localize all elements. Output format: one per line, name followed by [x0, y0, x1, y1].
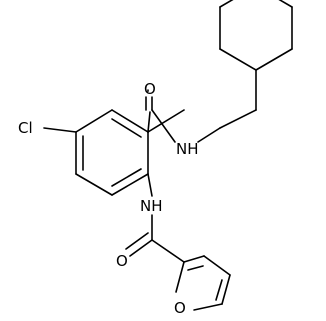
atom-label-o-furan: O [174, 299, 186, 317]
bond [75, 173, 113, 196]
double-bond-inner [111, 168, 142, 187]
double-bond-inner [111, 118, 142, 138]
double-bond-c-o-lower [125, 232, 149, 250]
bond-ch2-ch2 [219, 109, 257, 129]
double-bond-inner [215, 279, 223, 301]
furan-ring [175, 255, 231, 311]
atom-label-cl: Cl [18, 119, 33, 137]
bond-c5-c4 [221, 274, 231, 305]
bond-o-c5 [193, 303, 223, 311]
bond-carbonyl-n [151, 109, 176, 143]
bond [255, 48, 293, 71]
bond-c3-c2 [183, 255, 205, 263]
atom-label-o-amide: O [144, 80, 156, 98]
bond-carbonyl-furan [151, 239, 185, 263]
bond [219, 0, 234, 8]
bond [111, 109, 149, 133]
atom-label-nh-lower: NH [140, 197, 163, 215]
double-bond-inner [187, 265, 204, 271]
bond-ring-carbonyl-carbon [147, 111, 151, 133]
atom-label-nh-amide: NH [176, 140, 199, 158]
bond-ring-nh [147, 173, 153, 197]
bond [219, 48, 257, 71]
bond [278, 0, 293, 8]
atom-label-o-lower: O [116, 252, 128, 270]
bond-c-o-lower [129, 239, 153, 257]
bond-n-ch2 [197, 127, 221, 143]
bond-ring-carbonyl [147, 109, 185, 133]
bond-c4-c3 [203, 255, 231, 276]
benzene-ring-central [75, 109, 149, 196]
phenyl-ring [219, 0, 293, 71]
bond [111, 173, 149, 196]
bond [75, 109, 113, 133]
bond-c2-o [175, 261, 185, 293]
bond-c-cl [43, 127, 77, 133]
